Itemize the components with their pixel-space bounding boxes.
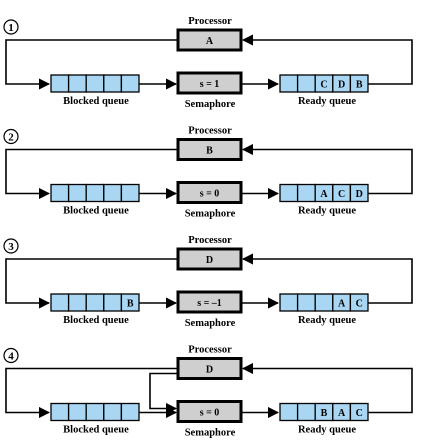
semaphore-box <box>176 181 243 204</box>
processor-process: D <box>206 365 213 376</box>
queue-cell <box>85 402 105 422</box>
queue-cell <box>279 74 299 93</box>
ready-queue-label: Ready queue <box>298 315 356 326</box>
semaphore-box <box>176 400 243 423</box>
semaphore-value: s = 1 <box>200 79 220 90</box>
queue-cell-value: B <box>321 408 328 419</box>
processor-to-blocked-arrow <box>5 367 178 419</box>
semaphore-label: Semaphore <box>185 428 236 439</box>
queue-cell-value: C <box>356 408 363 419</box>
processor-to-semaphore-arrow <box>149 372 178 415</box>
semaphore-value: s = –1 <box>197 298 222 309</box>
ready-to-processor-arrow <box>241 253 413 304</box>
processor-process: A <box>206 36 214 47</box>
semaphore-value: s = 0 <box>200 189 220 200</box>
queue-cell <box>67 74 87 93</box>
semaphore-value: s = 0 <box>200 408 220 419</box>
processor-label: Processor <box>188 16 232 27</box>
semaphore-label: Semaphore <box>185 99 236 110</box>
queue-cell <box>296 402 316 422</box>
queue-cell-value: D <box>338 80 345 91</box>
queue-cell-value: C <box>338 189 345 200</box>
blocked-queue: B <box>50 293 140 312</box>
queue-cell <box>67 402 87 422</box>
queue-cell <box>279 293 299 312</box>
blocked-queue <box>50 402 140 422</box>
semaphore-box <box>176 290 243 314</box>
queue-cell <box>120 402 140 422</box>
queue-cell-value: C <box>356 299 363 310</box>
step-badge <box>3 128 19 145</box>
queue-cell <box>296 74 316 93</box>
queue-cell-value: D <box>356 189 363 200</box>
semaphore-box <box>176 71 243 95</box>
processor-to-blocked-arrow <box>5 148 178 200</box>
blocked-queue-label: Blocked queue <box>63 315 129 326</box>
blocked-queue <box>50 183 140 203</box>
queue-cell <box>67 293 87 312</box>
queue-cell-value: A <box>320 189 328 200</box>
step-number: 2 <box>8 132 14 144</box>
processor-process: D <box>206 255 213 266</box>
step-number: 1 <box>8 22 14 34</box>
queue-cell <box>50 74 70 93</box>
queue-cell <box>50 293 70 312</box>
queue-cell <box>279 402 299 422</box>
processor-to-blocked-arrow <box>5 39 178 90</box>
queue-cell <box>296 293 316 312</box>
queue-cell <box>120 183 140 203</box>
ready-queue-label: Ready queue <box>298 206 356 217</box>
queue-cell <box>296 183 316 203</box>
queue-cell <box>103 183 123 203</box>
step-badge <box>3 347 19 364</box>
queue-cell-value: B <box>356 80 363 91</box>
queue-cell <box>103 74 123 93</box>
step-number: 4 <box>8 351 14 363</box>
ready-to-processor-arrow <box>241 362 413 414</box>
ready-to-processor-arrow <box>241 143 413 195</box>
semaphore-label: Semaphore <box>185 209 236 220</box>
queue-cell-value: A <box>338 408 346 419</box>
ready-queue-label: Ready queue <box>298 96 356 107</box>
queue-cell <box>279 183 299 203</box>
ready-to-processor-arrow <box>241 34 413 85</box>
processor-label: Processor <box>188 235 232 246</box>
step-badge <box>3 19 19 35</box>
step-number: 3 <box>8 241 14 253</box>
queue-cell <box>50 402 70 422</box>
queue-cell <box>85 74 105 93</box>
ready-queue-label: Ready queue <box>298 425 356 436</box>
semaphore-label: Semaphore <box>185 318 236 329</box>
processor-label: Processor <box>188 126 232 137</box>
blocked-queue-label: Blocked queue <box>63 206 129 217</box>
blocked-queue <box>50 74 140 93</box>
queue-cell <box>85 293 105 312</box>
blocked-queue-label: Blocked queue <box>63 425 129 436</box>
processor-to-blocked-arrow <box>5 258 178 309</box>
queue-cell-value: C <box>320 80 327 91</box>
queue-cell <box>50 183 70 203</box>
queue-cell <box>103 293 123 312</box>
queue-cell <box>103 402 123 422</box>
processor-label: Processor <box>188 345 232 356</box>
queue-cell <box>85 183 105 203</box>
queue-cell <box>314 293 334 312</box>
queue-cell <box>67 183 87 203</box>
queue-cell-value: B <box>127 299 134 310</box>
queue-cell <box>120 74 140 93</box>
queue-cell-value: A <box>338 299 346 310</box>
processor-process: B <box>206 146 213 157</box>
blocked-queue-label: Blocked queue <box>63 96 129 107</box>
step-badge <box>3 238 19 254</box>
